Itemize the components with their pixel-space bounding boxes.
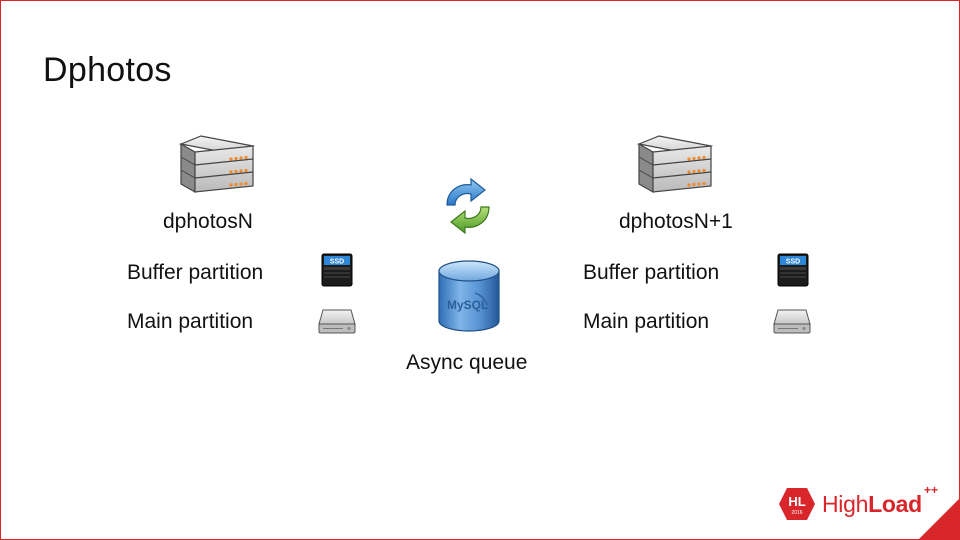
slide-title: Dphotos <box>43 51 172 89</box>
left-main-partition-label: Main partition <box>127 310 254 333</box>
async-queue-label: Async queue <box>406 351 528 374</box>
database-icon: MySQL <box>438 260 500 332</box>
hdd-icon <box>318 309 356 334</box>
ssd-label: SSD <box>786 259 800 266</box>
highload-logo: HL 2016 HighLoad ++ <box>778 483 938 521</box>
left-node-name: dphotosN <box>163 210 253 233</box>
wordmark-light: High <box>822 490 869 517</box>
right-node-name: dphotosN+1 <box>619 210 733 233</box>
left-buffer-partition-label: Buffer partition <box>127 261 264 284</box>
hl-badge-year: 2016 <box>791 510 802 516</box>
ssd-icon: SSD <box>777 253 809 287</box>
mysql-logo-text: MySQL <box>447 298 488 312</box>
hl-badge-icon: HL 2016 <box>779 488 815 520</box>
wordmark-superscript: ++ <box>924 483 939 497</box>
wordmark-bold: Load <box>868 490 922 517</box>
sync-icon <box>446 177 490 235</box>
corner-accent <box>919 499 959 539</box>
right-buffer-partition-label: Buffer partition <box>583 261 720 284</box>
hdd-icon <box>773 309 811 334</box>
hl-badge-text: HL <box>788 494 805 509</box>
server-rack-icon <box>179 135 255 194</box>
right-main-partition-label: Main partition <box>583 310 710 333</box>
server-rack-icon <box>637 135 713 194</box>
ssd-label: SSD <box>330 259 344 266</box>
ssd-icon: SSD <box>321 253 353 287</box>
highload-wordmark: HighLoad <box>822 491 922 518</box>
